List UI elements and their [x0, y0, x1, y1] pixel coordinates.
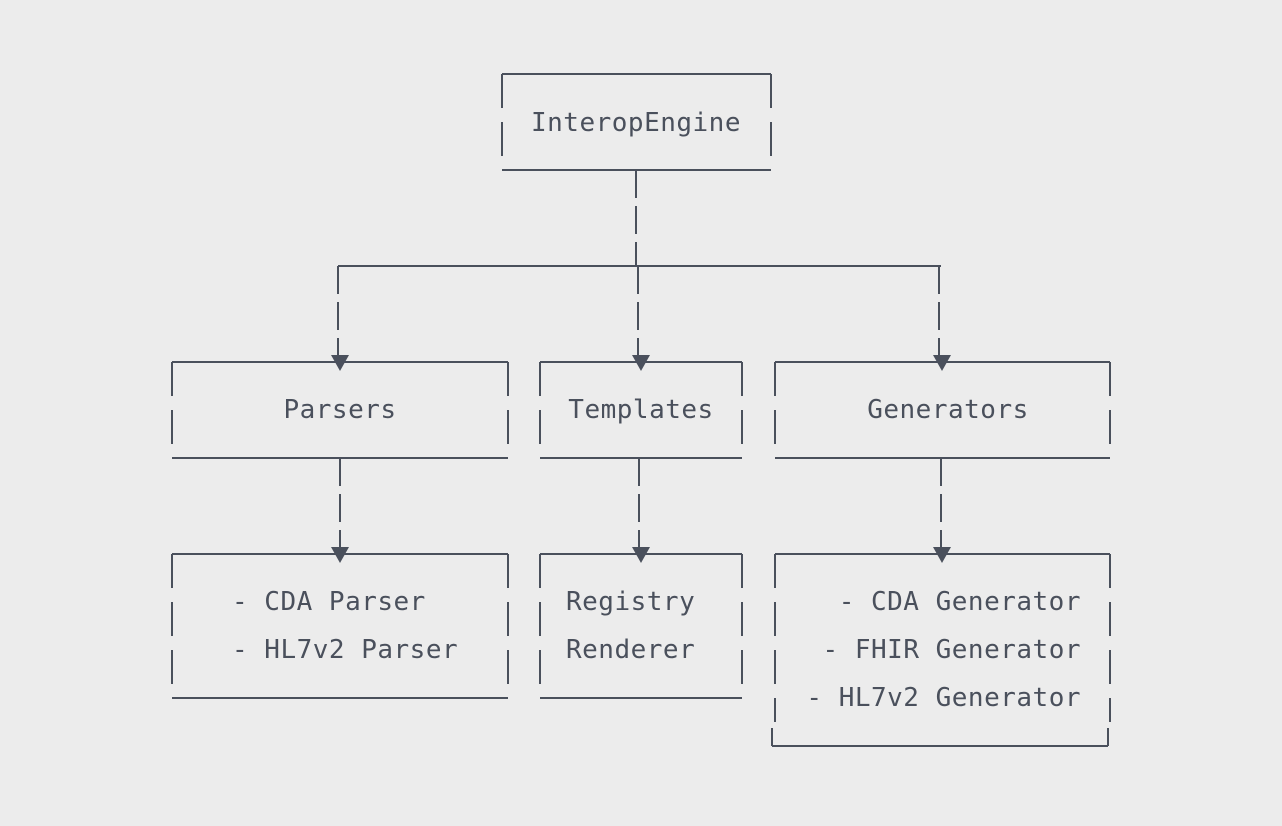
arrowhead-generators-items	[933, 547, 951, 563]
arrowhead-templates	[632, 355, 650, 371]
generators-item: - HL7v2 Generator	[806, 683, 1081, 713]
templates-items-box: Registry Renderer	[539, 547, 743, 699]
arrowhead-generators	[933, 355, 951, 371]
arrowhead-parsers	[331, 355, 349, 371]
parsers-items-box: - CDA Parser - HL7v2 Parser	[171, 547, 509, 699]
generators-item: - CDA Generator	[839, 587, 1081, 617]
node-generators: Generators	[774, 355, 1111, 459]
templates-label: Templates	[568, 395, 713, 425]
templates-item: Registry	[566, 587, 695, 617]
node-parsers: Parsers	[171, 355, 509, 459]
root-label: InteropEngine	[531, 108, 741, 138]
generators-items-box: - CDA Generator - FHIR Generator - HL7v2…	[771, 547, 1111, 747]
node-templates: Templates	[539, 355, 743, 459]
parsers-item: - HL7v2 Parser	[232, 635, 458, 665]
parsers-label: Parsers	[283, 395, 396, 425]
generators-item: - FHIR Generator	[823, 635, 1081, 665]
templates-item: Renderer	[566, 635, 695, 665]
generators-label: Generators	[867, 395, 1029, 425]
arrowhead-parsers-items	[331, 547, 349, 563]
parsers-item: - CDA Parser	[232, 587, 426, 617]
arrowhead-templates-items	[632, 547, 650, 563]
root-node: InteropEngine	[501, 73, 772, 171]
